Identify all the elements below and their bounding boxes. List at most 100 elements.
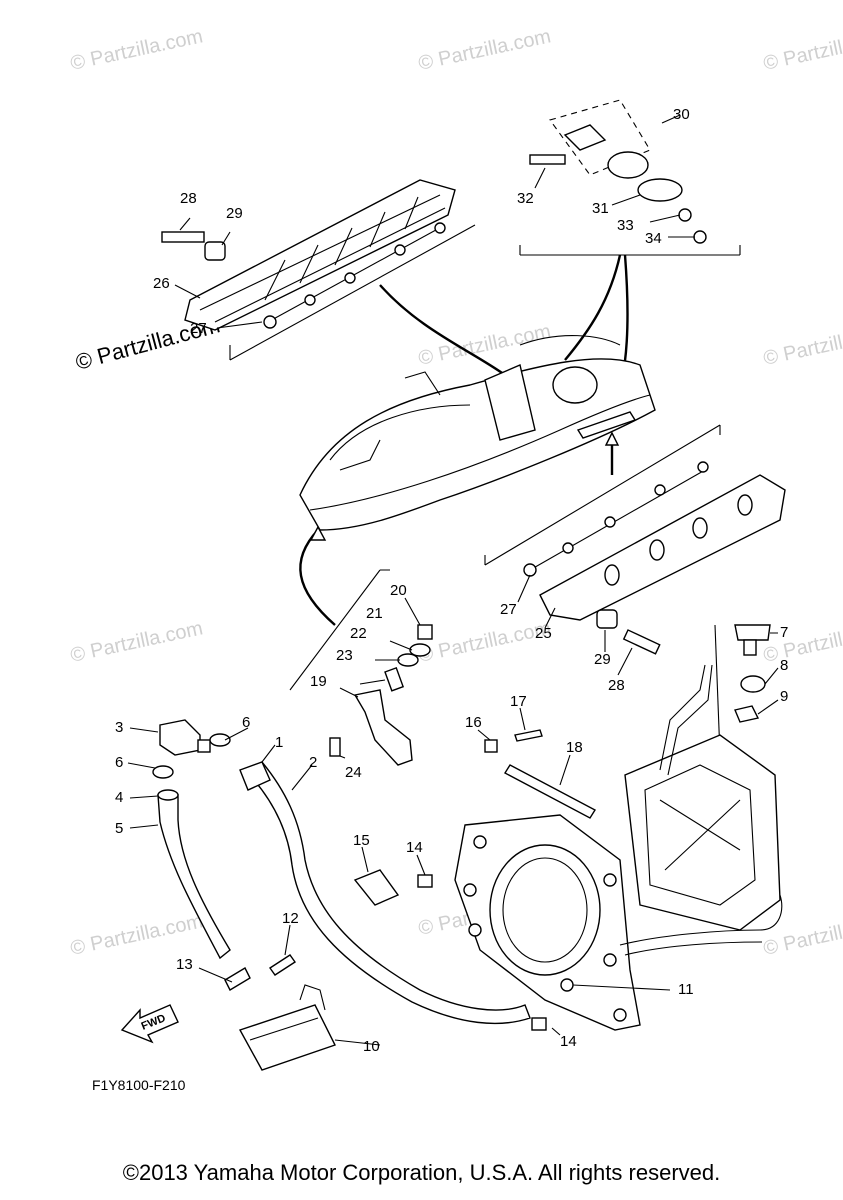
label-part-20: 20: [390, 582, 407, 599]
label-part-28b: 28: [608, 677, 625, 694]
label-part-28: 28: [180, 190, 197, 207]
grommet: [434, 222, 446, 234]
bolt-24: [329, 737, 341, 757]
leader-lines: [127, 707, 571, 1046]
clip-16: [484, 739, 498, 753]
label-part-13: 13: [176, 956, 193, 973]
valve-body: [607, 151, 649, 179]
bolt-28: [622, 629, 661, 655]
nut-20: [417, 624, 433, 640]
grommet: [344, 272, 356, 284]
hose-2: [243, 761, 531, 1025]
label-part-31: 31: [592, 200, 609, 217]
label-part-23: 23: [336, 647, 353, 664]
plug-7: [734, 624, 771, 641]
clamp-6: [209, 733, 231, 747]
label-part-25: 25: [535, 625, 552, 642]
label-part-26: 26: [153, 275, 170, 292]
pipe: [659, 664, 713, 776]
label-part-6: 6: [115, 754, 123, 771]
label-part-18: 18: [566, 739, 583, 756]
plate-opening: [489, 844, 601, 976]
cable-tie-18: [504, 764, 596, 819]
stud: [473, 835, 487, 849]
box-10-detail: [249, 984, 326, 1041]
label-part-14: 14: [406, 839, 423, 856]
washer-22: [397, 653, 419, 667]
label-part-15: 15: [353, 832, 370, 849]
steering-bracket: [484, 364, 536, 441]
copyright-notice: ©2013 Yamaha Motor Corporation, U.S.A. A…: [122, 1160, 721, 1185]
rail-mount: [576, 411, 637, 439]
hose-1-end: [239, 761, 271, 791]
bracket-assembly: [289, 569, 433, 766]
panel-border: [229, 224, 476, 361]
pump-housing: [624, 734, 781, 931]
seat-line: [519, 334, 621, 346]
plug-stem: [743, 639, 757, 656]
nut-14: [417, 874, 433, 888]
label-part-4: 4: [115, 789, 123, 806]
grommet: [604, 516, 616, 528]
rail-edge: [214, 207, 446, 323]
pump-housing-inner: [644, 764, 756, 906]
rail-hole: [604, 564, 620, 586]
top-right-valve-assembly: [519, 99, 741, 256]
fitting-3: [159, 719, 201, 756]
panel-border: [289, 569, 390, 691]
label-part-27b: 27: [500, 601, 517, 618]
bolt-23: [384, 666, 405, 692]
label-part-33: 33: [617, 217, 634, 234]
panel-border: [714, 624, 721, 756]
callout-curve: [564, 254, 622, 361]
hull-line: [309, 394, 651, 511]
box-10: [238, 1004, 336, 1071]
label-part-10: 10: [363, 1038, 380, 1055]
grommet: [654, 484, 666, 496]
rail-hole: [692, 517, 708, 539]
valve-gasket-31: [637, 178, 683, 202]
watermark: © Partzilla.com: [416, 617, 552, 667]
rail-hole: [649, 539, 665, 561]
label-part-29b: 29: [594, 651, 611, 668]
grommet: [304, 294, 316, 306]
hose-assembly: FWD: [120, 707, 596, 1071]
pump-vanes: [659, 799, 741, 871]
clip-13: [224, 967, 251, 991]
label-part-30: 30: [673, 106, 690, 123]
hull-line: [339, 439, 381, 471]
watermark: © Partzilla.com: [68, 910, 204, 960]
rail-ribs: [264, 196, 419, 301]
stud: [463, 883, 477, 897]
label-part-7: 7: [780, 624, 788, 641]
label-part-9: 9: [780, 688, 788, 705]
label-part-14b: 14: [560, 1033, 577, 1050]
arrow-head: [309, 525, 327, 541]
dashed-group-outline: [549, 99, 651, 176]
collar-29: [596, 609, 618, 629]
label-part-1: 1: [275, 734, 283, 751]
label-part-5: 5: [115, 820, 123, 837]
leader-lines: [339, 597, 421, 759]
stud: [603, 873, 617, 887]
right-rail-assembly: [484, 424, 786, 676]
watermark: © Partzilla.com: [761, 320, 843, 370]
clamp-11: [560, 978, 574, 992]
pipe: [619, 894, 783, 956]
label-part-16: 16: [465, 714, 482, 731]
plate-opening-inner: [502, 857, 588, 963]
watercraft-illustration: [299, 334, 656, 531]
label-part-12: 12: [282, 910, 299, 927]
bolt-28: [161, 231, 205, 243]
stud: [613, 1008, 627, 1022]
label-part-27: 27: [190, 320, 207, 337]
leader-lines: [534, 114, 695, 238]
leader-lines: [757, 632, 779, 715]
label-part-19: 19: [310, 673, 327, 690]
bracket-19: [353, 689, 413, 766]
part-labels: 1 2 3 4 5 6 6 7 8 9 10 11 12 13 14 14 15…: [115, 106, 788, 1055]
rail-bar: [529, 469, 706, 571]
jet-pump-plate: [416, 664, 783, 1036]
label-part-29: 29: [226, 205, 243, 222]
rail-cover: [184, 179, 456, 331]
